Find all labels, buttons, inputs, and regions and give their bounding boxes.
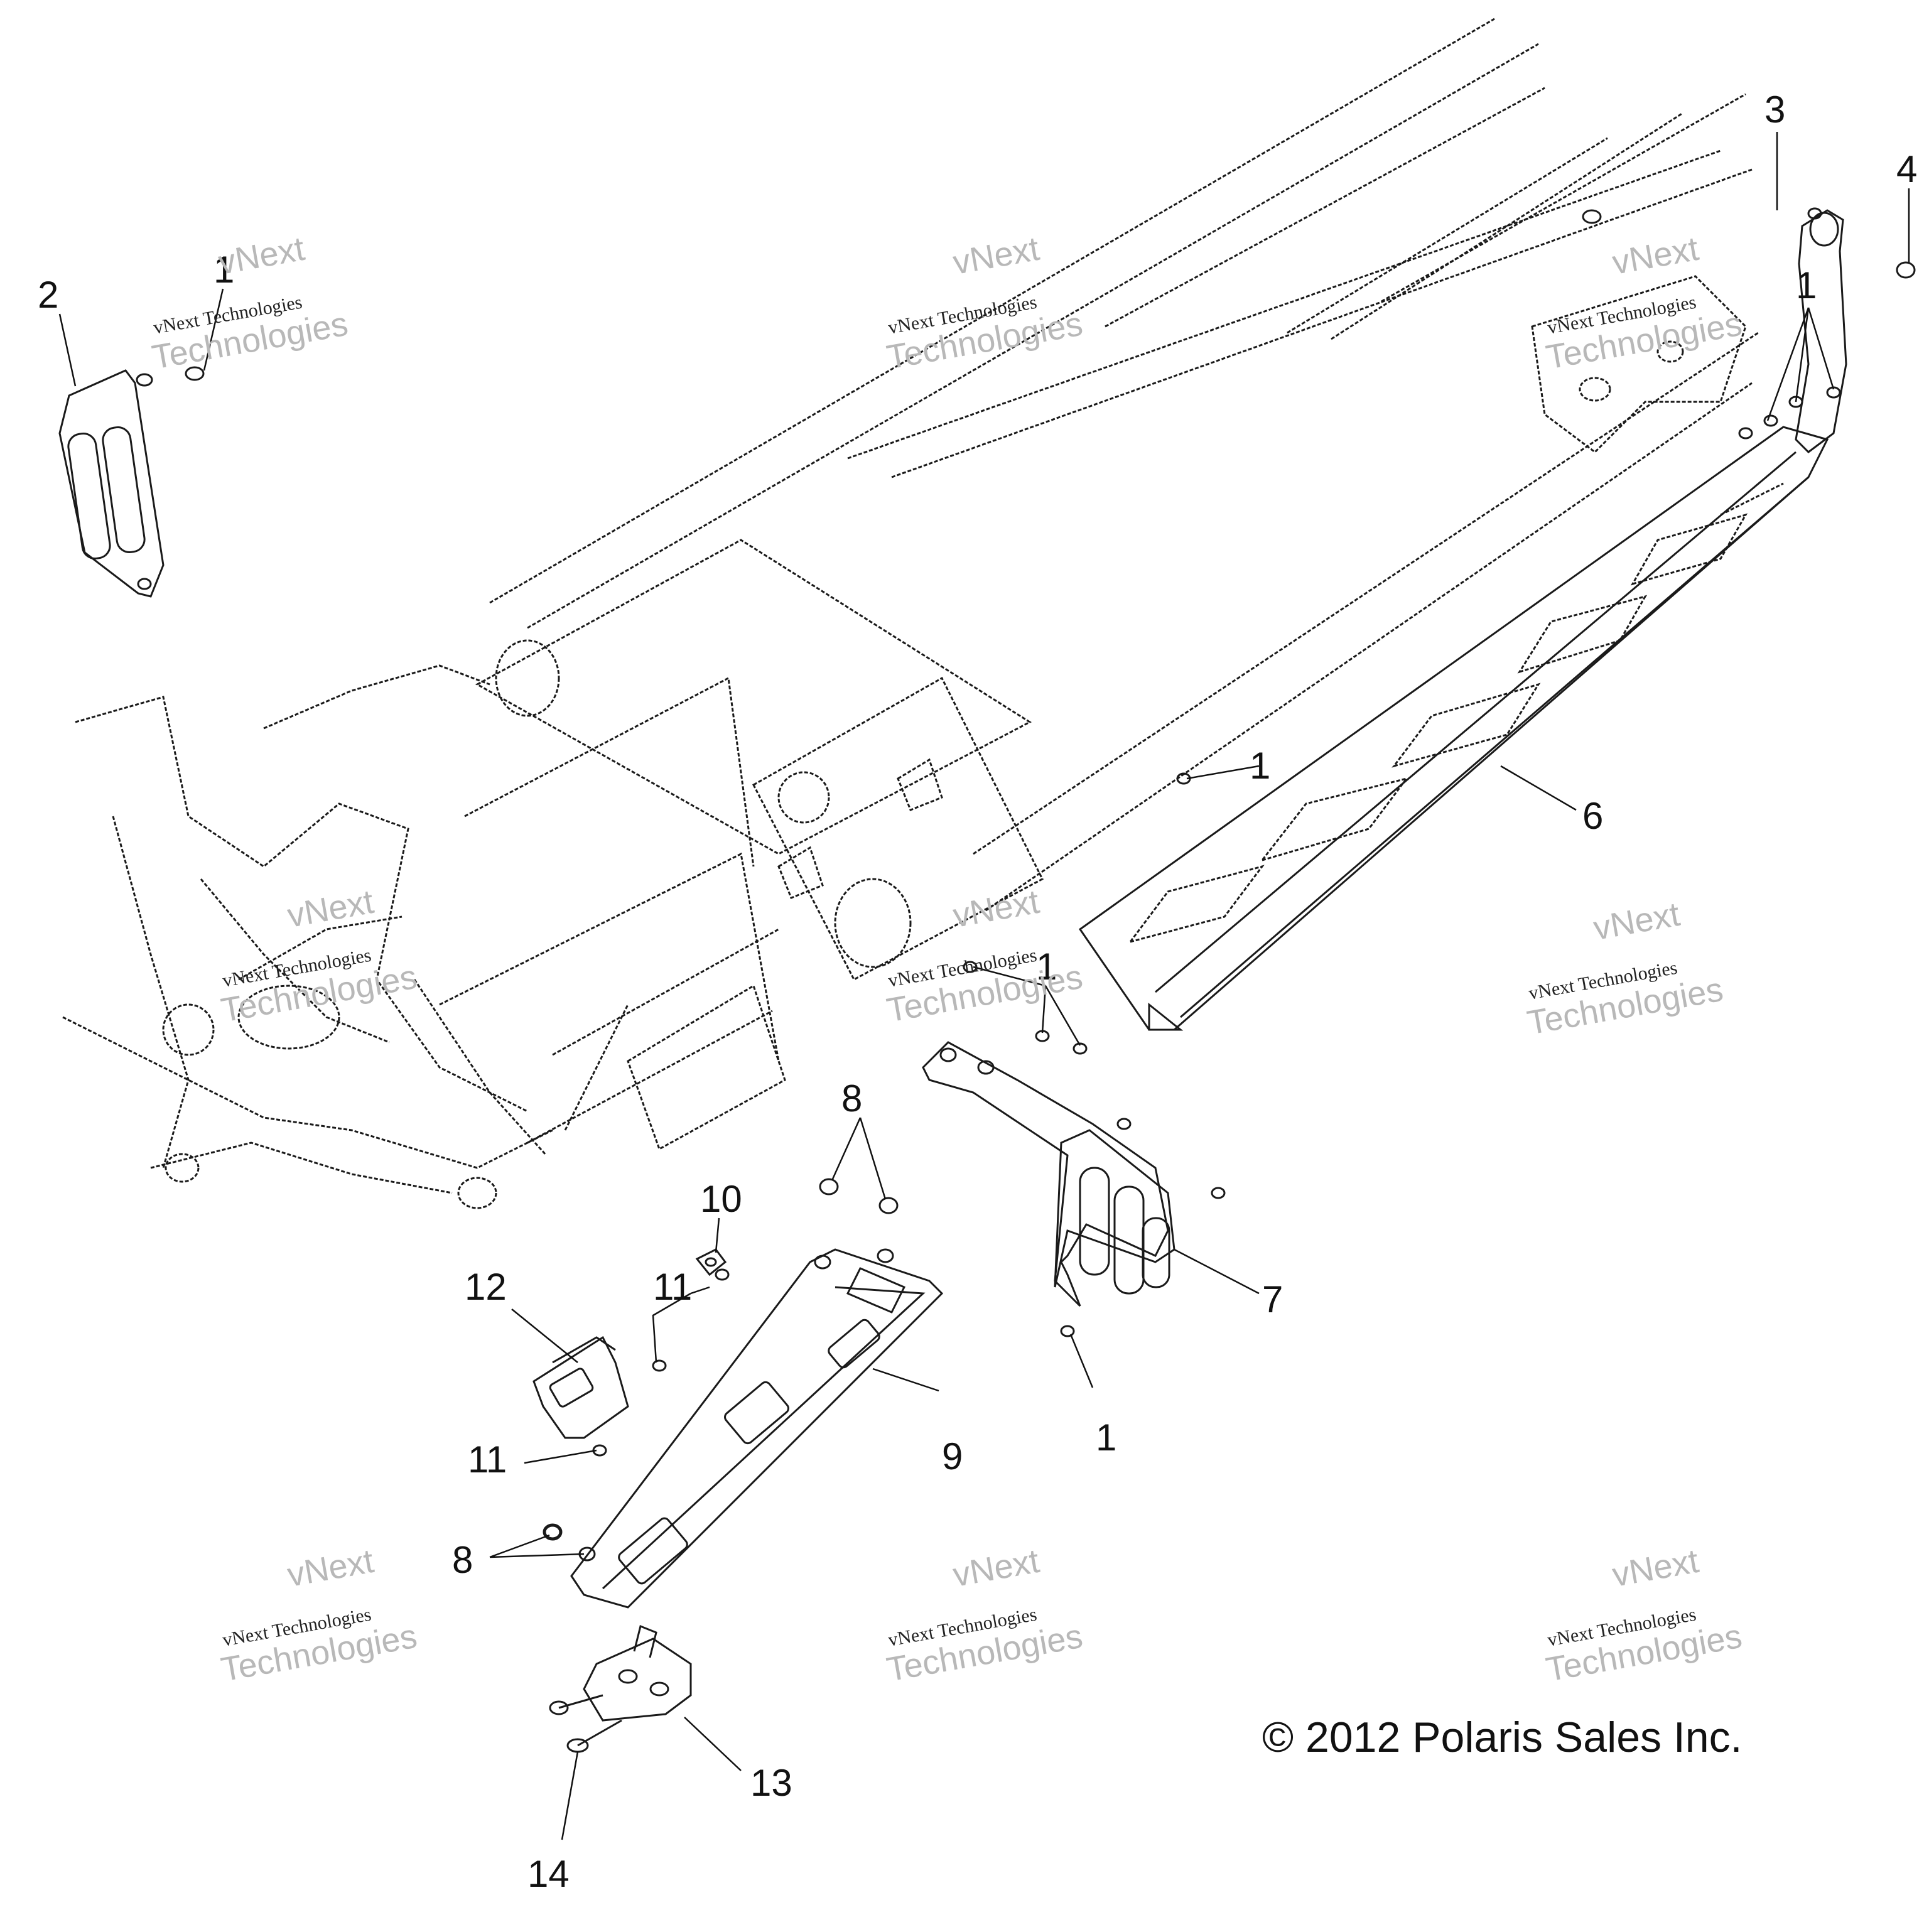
callout-6: 6: [1582, 795, 1603, 837]
watermark-group: vNext Technologies vNext Technologies: [219, 1542, 420, 1689]
callout-1-top-left: 1: [213, 249, 234, 291]
callout-12: 12: [465, 1266, 507, 1308]
callout-9: 9: [942, 1435, 963, 1477]
callout-8-lower: 8: [452, 1539, 473, 1581]
callout-13: 13: [750, 1762, 792, 1804]
callout-11-upper: 11: [653, 1266, 692, 1308]
leader-lines: [58, 132, 1910, 1840]
bracket-plate: [532, 1336, 629, 1439]
watermark-brand-1: vNext: [950, 1542, 1042, 1594]
watermark-brand-1: vNext: [1591, 895, 1682, 947]
callout-7: 7: [1262, 1278, 1283, 1320]
watermark-group: vNext Technologies vNext Technologies: [1543, 1542, 1745, 1689]
watermark-brand-1: vNext: [215, 230, 307, 282]
callout-labels: 1 2 3 4 1 1 6 1 7 1 8 10 11 12 9 11 8 13…: [38, 89, 1917, 1895]
bumper-handle: [1795, 209, 1847, 453]
callout-10: 10: [700, 1178, 742, 1220]
callout-3: 3: [1764, 89, 1785, 131]
callout-1-top-right: 1: [1796, 264, 1817, 306]
rear-bracket: [1531, 275, 1747, 453]
side-panel-right: [922, 1041, 1175, 1307]
heel-plate: [583, 1624, 692, 1722]
running-board: [1078, 426, 1829, 1031]
watermark-brand-1: vNext: [1609, 1542, 1701, 1594]
copyright-notice: © 2012 Polaris Sales Inc.: [1262, 1713, 1743, 1761]
watermark-brand-1: vNext: [284, 1542, 376, 1594]
callout-1-lower: 1: [1096, 1417, 1116, 1459]
watermark-group: vNext Technologies vNext Technologies: [884, 1542, 1086, 1689]
watermark-brand-1: vNext: [1609, 230, 1701, 282]
callout-11-lower: 11: [468, 1438, 507, 1481]
callout-1-tunnel: 1: [1250, 745, 1270, 787]
foot-plate: [544, 1248, 944, 1609]
callout-14: 14: [527, 1853, 570, 1895]
callout-1-center: 1: [1036, 946, 1057, 988]
watermark-brand-1: vNext: [950, 883, 1042, 935]
callout-2: 2: [38, 274, 58, 316]
watermark-group: vNext Technologies vNext Technologies: [884, 230, 1086, 377]
callout-8-upper: 8: [841, 1077, 862, 1120]
side-panel-left: [58, 369, 165, 598]
watermark-group: vNext Technologies vNext Technologies: [149, 230, 351, 377]
fastener-14: [549, 1694, 622, 1753]
chassis-tunnel: [62, 18, 1759, 1209]
watermark-group: vNext Technologies vNext Technologies: [1525, 895, 1726, 1042]
callout-4: 4: [1896, 148, 1917, 190]
small-bracket: [695, 1248, 727, 1276]
watermark-group: vNext Technologies vNext Technologies: [219, 883, 420, 1030]
hardware-bolts: [136, 207, 1916, 1541]
watermark-brand-1: vNext: [284, 883, 376, 935]
watermark-brand-1: vNext: [950, 230, 1042, 282]
watermark-group: vNext Technologies vNext Technologies: [1543, 230, 1745, 377]
